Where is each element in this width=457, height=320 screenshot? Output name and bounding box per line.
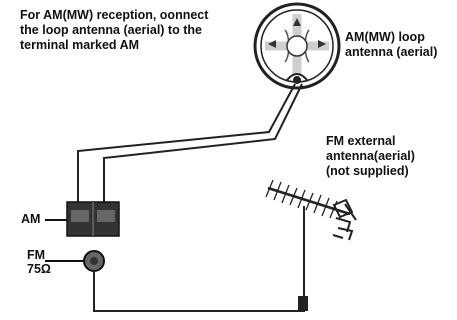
fm-external-antenna-icon [265,179,357,296]
am-loop-antenna-icon [253,2,341,90]
loop-antenna-label: AM(MW) loop antenna (aerial) [345,30,438,59]
fm-external-antenna-label: FM external antenna(aerial) (not supplie… [326,134,415,178]
fm-terminal-label: FM 75Ω [27,248,51,276]
am-terminal-label: AM [21,212,41,226]
am-terminal-block [66,201,120,237]
fm-socket-icon [83,250,105,272]
instruction-text: For AM(MW) reception, oonnect the loop a… [20,8,209,52]
fm-antenna-cable [93,271,305,312]
am-antenna-wire [77,83,303,202]
fm-cable-connector [298,296,308,311]
